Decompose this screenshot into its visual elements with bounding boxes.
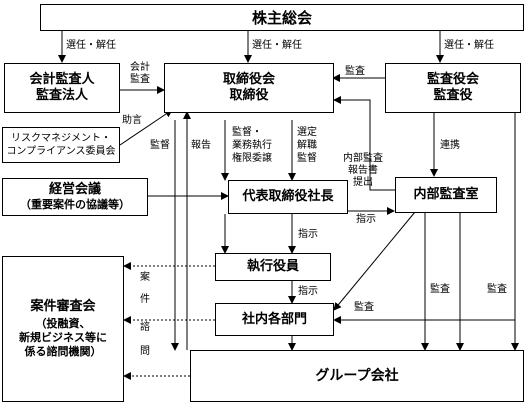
- audit-board-label-1: 監査役会: [426, 72, 479, 87]
- risk-compliance-box: リスクマネジメント・ コンプライアンス委員会: [2, 127, 120, 163]
- group-companies-box: グループ会社: [190, 350, 524, 402]
- arrow-ia-departments: [333, 211, 416, 311]
- label-audit-top: 監査: [345, 66, 365, 77]
- label-consult-2: 件: [140, 294, 150, 305]
- president-box: 代表取締役社長: [228, 180, 348, 214]
- officers-label: 執行役員: [246, 259, 299, 274]
- label-consult-3: 諮: [140, 322, 150, 333]
- board-label-1: 取締役会: [222, 72, 275, 87]
- board-label-2: 取締役: [229, 88, 269, 103]
- label-instruction-officers: 指示: [298, 229, 318, 240]
- departments-label: 社内各部門: [241, 311, 307, 327]
- auditor-label-1: 会計監査人: [29, 72, 95, 87]
- label-select-1: 選定: [297, 127, 317, 138]
- review-label-4: 係る諮問機関）: [24, 345, 102, 358]
- audit-board-label-2: 監査役: [433, 88, 473, 103]
- review-committee-box: 案件審査会 （投融資、 新規ビジネス等に 係る諮問機関）: [2, 256, 124, 402]
- label-instruction-departments: 指示: [298, 286, 318, 297]
- officers-box: 執行役員: [215, 253, 331, 281]
- review-label-3: 新規ビジネス等に: [19, 331, 107, 344]
- label-instruction-ia: 指示: [356, 214, 376, 225]
- shareholders-box: 株主総会: [40, 4, 524, 31]
- label-accounting-2: 監査: [130, 74, 150, 85]
- label-appoint-1: 選任・解任: [66, 40, 116, 51]
- internal-audit-label: 内部監査室: [413, 187, 479, 202]
- management-meeting-box: 経営会議 （重要案件の協議等）: [2, 178, 148, 216]
- mgmt-label-1: 経営会議: [48, 182, 101, 197]
- auditor-label-2: 監査法人: [35, 88, 88, 103]
- risk-label-1: リスクマネジメント・: [11, 133, 111, 144]
- mgmt-label-2: （重要案件の協議等）: [20, 198, 130, 211]
- label-consult-1: 案: [140, 272, 150, 283]
- label-cooperation: 連携: [440, 140, 460, 151]
- label-audit-board-group: 監査: [487, 284, 507, 295]
- arrow-risk-board: [119, 109, 173, 146]
- risk-label-2: コンプライアンス委員会: [6, 146, 116, 157]
- label-supervision: 監督: [150, 140, 170, 151]
- shareholders-label: 株主総会: [251, 8, 312, 27]
- president-label: 代表取締役社長: [242, 189, 334, 204]
- label-select-2: 解職: [297, 140, 317, 151]
- label-ia-report-2: 報告書: [348, 165, 378, 176]
- arrow-ia-report-board: [333, 96, 395, 191]
- label-report: 報告: [191, 140, 211, 151]
- departments-box: 社内各部門: [215, 303, 334, 336]
- review-label-1: 案件審査会: [30, 299, 96, 314]
- group-label: グループ会社: [315, 368, 399, 384]
- label-accounting-1: 会計: [130, 62, 150, 73]
- label-advice: 助言: [122, 115, 142, 126]
- internal-audit-box: 内部監査室: [395, 177, 497, 213]
- label-appoint-2: 選任・解任: [252, 40, 302, 51]
- label-delegation-1: 監督・: [232, 127, 262, 138]
- label-select-3: 監督: [297, 153, 317, 164]
- board-box: 取締役会 取締役: [164, 63, 334, 113]
- review-label-2: （投融資、: [35, 317, 91, 330]
- label-ia-report-1: 内部監査: [343, 153, 383, 164]
- label-audit-departments: 監査: [354, 302, 374, 313]
- accounting-auditor-box: 会計監査人 監査法人: [4, 63, 120, 113]
- label-consult-4: 問: [140, 346, 150, 357]
- label-appoint-3: 選任・解任: [444, 40, 494, 51]
- label-ia-report-3: 提出: [353, 177, 373, 188]
- label-audit-ia-group: 監査: [430, 284, 450, 295]
- label-delegation-3: 権限委譲: [232, 153, 272, 164]
- audit-board-box: 監査役会 監査役: [385, 63, 521, 113]
- label-delegation-2: 業務執行: [232, 140, 272, 151]
